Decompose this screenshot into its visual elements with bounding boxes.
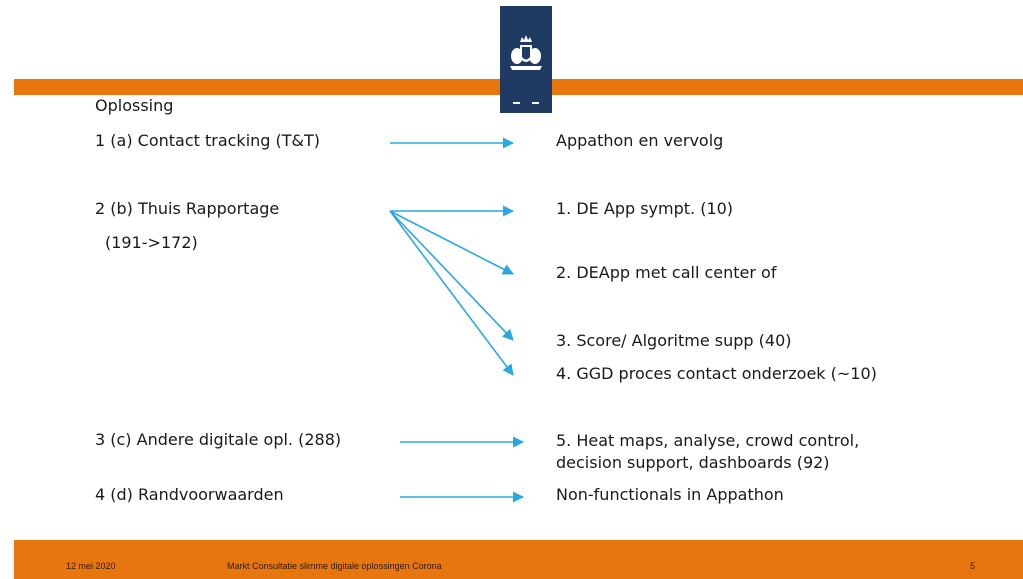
arrow-2-to-deapp-call-center [389,210,514,275]
right-item-non-functionals: Non-functionals in Appathon [556,485,784,504]
right-item-heat-maps-line1: 5. Heat maps, analyse, crowd control, [556,431,860,450]
footer-page-number: 5 [970,561,976,571]
left-item-andere-digitale: 3 (c) Andere digitale opl. (288) [95,430,342,449]
right-item-ggd-proces: 4. GGD proces contact onderzoek (~10) [556,364,877,383]
footer-title: Markt Consultatie slimme digitale oploss… [227,561,442,571]
right-item-heat-maps-line2: decision support, dashboards (92) [556,453,830,472]
coat-of-arms-icon [510,35,542,104]
left-item-thuis-rapportage-count: (191->172) [105,233,198,252]
left-item-thuis-rapportage: 2 (b) Thuis Rapportage [95,199,280,218]
footer-date: 12 mei 2020 [66,561,116,571]
right-item-score-algoritme: 3. Score/ Algoritme supp (40) [556,331,792,350]
right-item-de-app-sympt: 1. DE App sympt. (10) [556,199,734,218]
right-item-appathon: Appathon en vervolg [556,131,724,150]
right-item-deapp-call-center: 2. DEApp met call center of [556,263,777,282]
footer-bar: 12 mei 2020 Markt Consultatie slimme dig… [14,540,1023,579]
section-heading: Oplossing [95,96,174,115]
logo [500,6,552,113]
left-item-randvoorwaarden: 4 (d) Randvoorwaarden [95,485,284,504]
arrow-2-to-ggd [389,210,514,376]
left-item-contact-tracking: 1 (a) Contact tracking (T&T) [95,131,321,150]
arrow-2-to-score [389,210,514,341]
